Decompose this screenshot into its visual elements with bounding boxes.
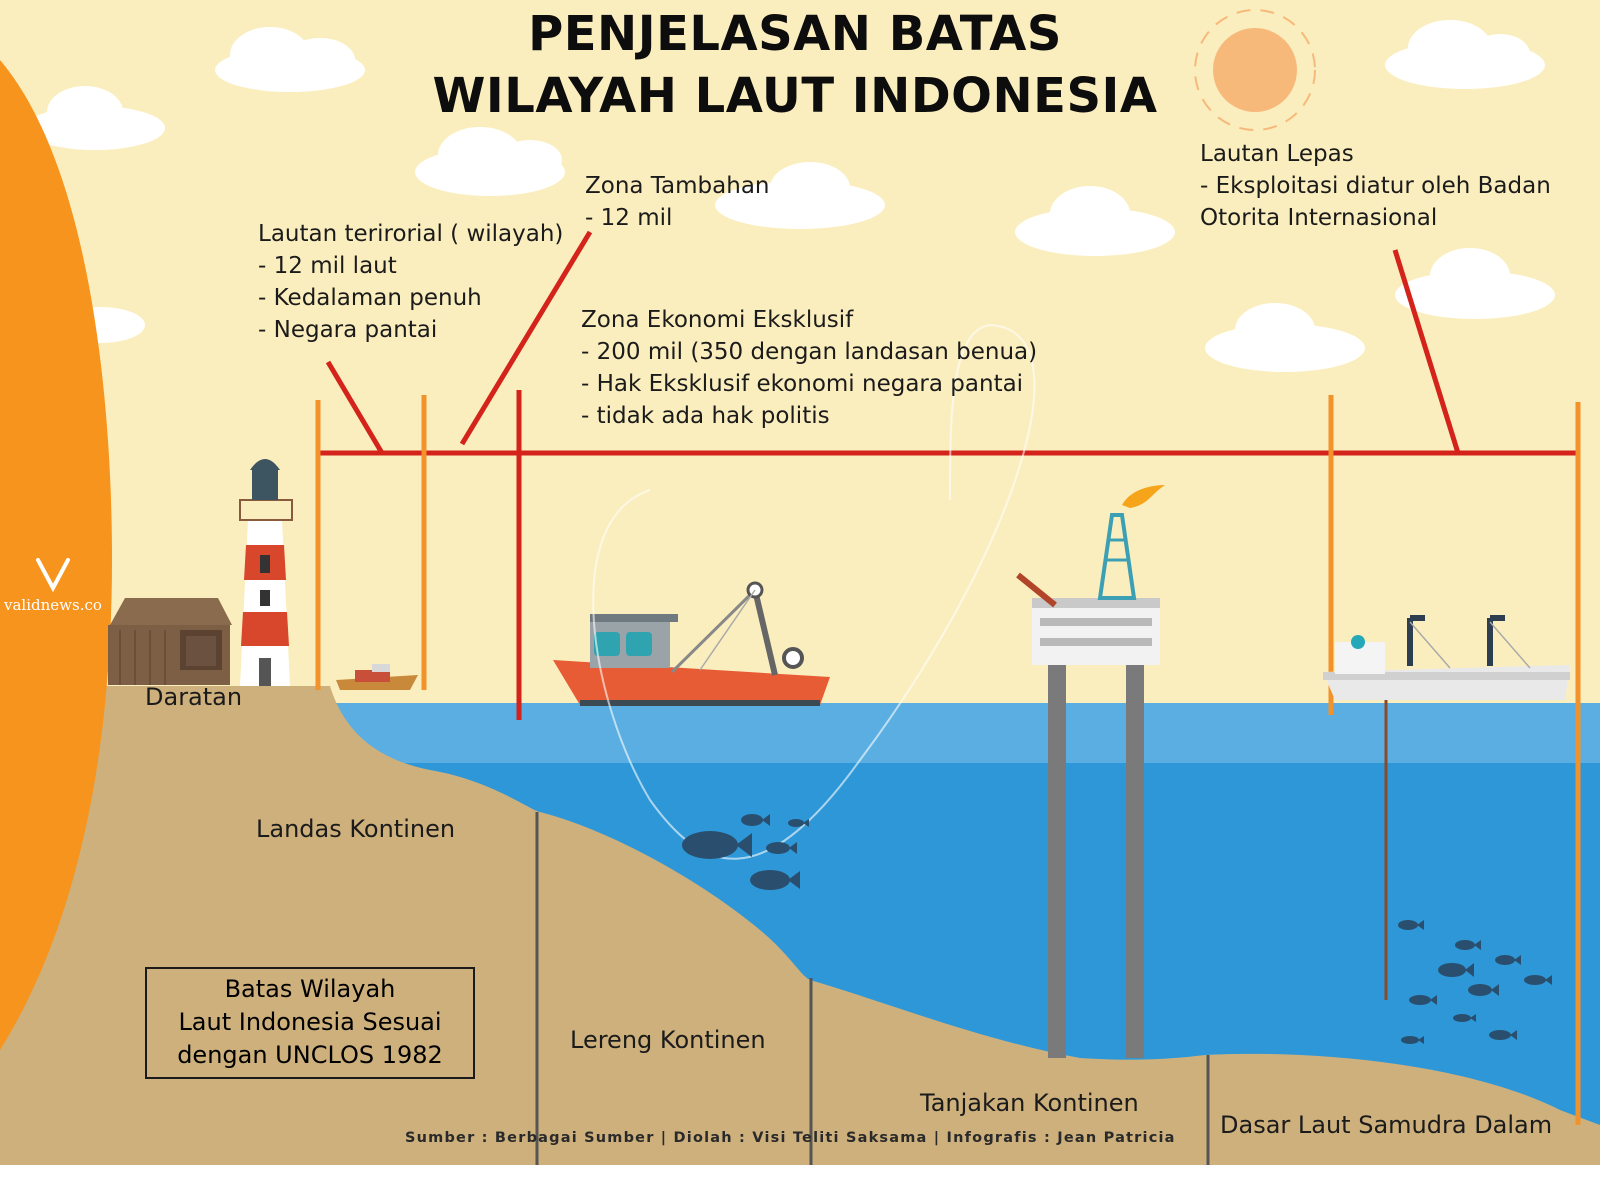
unclos-note-line: Batas Wilayah [224, 975, 396, 1003]
fish-icon [1489, 1030, 1517, 1040]
fish-icon [766, 842, 797, 854]
fish-icon [1455, 940, 1481, 950]
page-title-line-2: WILAYAH LAUT INDONESIA [432, 68, 1158, 124]
fish-icon [1398, 920, 1424, 930]
territorial-sea-heading: Lautan terirorial ( wilayah) [258, 221, 564, 247]
continental-rise-label: Tanjakan Kontinen [920, 1089, 1139, 1117]
contiguous-zone-heading: Zona Tambahan [585, 173, 770, 199]
contiguous-zone-point: - 12 mil [585, 205, 673, 231]
fish-icon [1524, 975, 1552, 985]
unclos-note-line: Laut Indonesia Sesuai [178, 1008, 442, 1036]
sun-icon [1194, 9, 1316, 131]
seabed [0, 686, 1600, 1165]
fish-icon [1468, 984, 1499, 996]
high-seas-label: Lautan Lepas - Eksploitasi diatur oleh B… [1200, 138, 1551, 234]
fish-icon [750, 870, 800, 890]
cloud-icon [215, 27, 365, 92]
fish-icon [1438, 963, 1474, 977]
page-bottom-strip [0, 1165, 1600, 1177]
fish-icon [1453, 1014, 1476, 1022]
continental-shelf-label: Landas Kontinen [256, 815, 456, 843]
fishing-line [592, 323, 1036, 860]
high-seas-point: - Eksploitasi diatur oleh Badan [1200, 173, 1551, 199]
fish-icon [1495, 955, 1521, 965]
eez-heading: Zona Ekonomi Eksklusif [581, 307, 854, 333]
fishing-trawler-icon [553, 581, 830, 706]
unclos-note-line: dengan UNCLOS 1982 [177, 1041, 443, 1069]
land-label: Daratan [145, 683, 243, 711]
lighthouse-icon [239, 459, 293, 686]
eez-label: Zona Ekonomi Eksklusif - 200 mil (350 de… [581, 304, 1037, 432]
eez-point: - 200 mil (350 dengan landasan benua) [581, 339, 1038, 365]
pointer-contiguous [459, 230, 593, 446]
sea-surface-band [330, 703, 1600, 763]
fish-icon [682, 831, 752, 859]
fish-icon [741, 814, 770, 826]
page-title-line-1: PENJELASAN BATAS [528, 6, 1062, 62]
unclos-note-box: Batas Wilayah Laut Indonesia Sesuai deng… [145, 967, 475, 1079]
cloud-icon [1395, 248, 1555, 319]
fish-icon [788, 819, 809, 827]
oil-rig-icon [1016, 485, 1165, 1058]
small-boat-icon [336, 664, 418, 690]
cloud-icon [25, 86, 165, 150]
territorial-sea-point: - 12 mil laut [258, 253, 397, 279]
credits-line: Sumber : Berbagai Sumber | Diolah : Visi… [405, 1130, 1176, 1146]
brand-logo-text: validnews.co [4, 596, 102, 614]
cloud-icon [1385, 20, 1545, 89]
pointer-high-seas [1392, 249, 1461, 454]
logo-v-icon [36, 558, 70, 593]
fish-group-right [1398, 920, 1552, 1044]
territorial-sea-point: - Negara pantai [258, 317, 438, 343]
fish-icon [1401, 1036, 1424, 1044]
abyssal-plain-label: Dasar Laut Samudra Dalam [1220, 1111, 1553, 1139]
side-orange-arc [0, 60, 112, 1050]
high-seas-heading: Lautan Lepas [1200, 141, 1354, 167]
cloud-icon [1015, 186, 1175, 256]
eez-point: - Hak Eksklusif ekonomi negara pantai [581, 371, 1024, 397]
cloud-icon [415, 127, 565, 196]
cloud-icon [1205, 303, 1365, 372]
continental-slope-label: Lereng Kontinen [570, 1026, 766, 1054]
territorial-sea-label: Lautan terirorial ( wilayah) - 12 mil la… [258, 218, 563, 346]
cloud-icon [715, 162, 885, 229]
territorial-sea-point: - Kedalaman penuh [258, 285, 482, 311]
fish-icon [1409, 995, 1437, 1005]
research-ship-icon [1323, 615, 1570, 1000]
wooden-house-icon [108, 598, 232, 685]
pointer-territorial [325, 360, 385, 455]
contiguous-zone-label: Zona Tambahan - 12 mil [585, 170, 770, 234]
fish-group-left [682, 814, 809, 890]
high-seas-point: Otorita Internasional [1200, 205, 1438, 231]
eez-point: - tidak ada hak politis [581, 403, 830, 429]
